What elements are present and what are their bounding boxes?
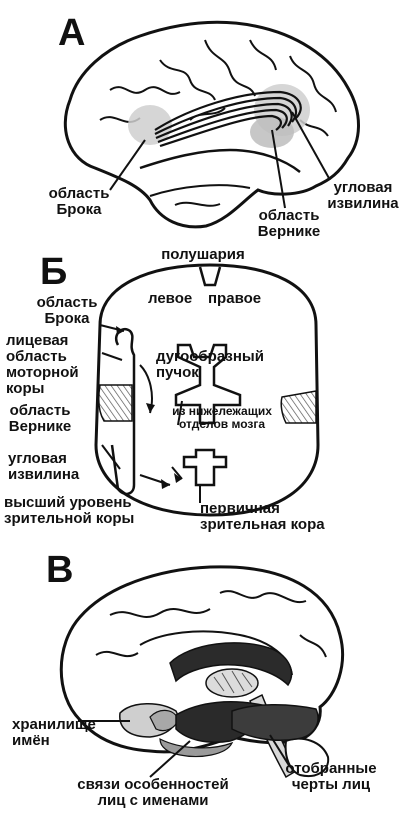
label-wernicke-area: область Вернике (8, 402, 72, 435)
label-broca-area: область Брока (36, 294, 98, 327)
cerebellum (284, 737, 330, 777)
horizontal-section-diagram (94, 263, 320, 517)
arrow-heads (116, 326, 182, 489)
panel-c: В хранилище имён отобранные черты лиц св… (0, 545, 419, 831)
label-higher-visual-cortex: высший уровень зрительной коры (4, 494, 135, 527)
ventricles (174, 343, 242, 425)
lateral-brain-diagram (63, 20, 360, 229)
panel-a: А область Брока угловая извилина область… (0, 0, 419, 245)
label-facial-motor-cortex: лицевая область моторной коры (6, 332, 79, 397)
label-broca-area: область Брока (48, 185, 110, 218)
panel-letter-a: А (58, 12, 86, 54)
panel-letter-c: В (46, 549, 74, 591)
brain-outline (63, 20, 360, 229)
label-primary-visual-cortex: первичная зрительная кора (200, 500, 325, 533)
label-face-name-links: связи особенностей лиц с именами (77, 776, 229, 809)
midline-notch-top (198, 266, 222, 287)
pointer-lines (109, 111, 331, 209)
label-left-hemisphere: левое (148, 290, 193, 307)
temporal-sulcus (149, 184, 251, 197)
face-features-region (231, 704, 319, 742)
pointer-lines (78, 720, 291, 778)
label-angular-gyrus: угловая извилина (327, 179, 399, 212)
label-angular-gyrus: угловая извилина (8, 450, 80, 483)
arcuate-fasciculus (154, 90, 302, 148)
thalamus (205, 668, 259, 698)
label-right-hemisphere: правое (208, 290, 262, 307)
thalamus-hatch (213, 670, 253, 694)
label-lower-brain-parts: из нижележащих отделов мозга (172, 404, 272, 431)
gyri-lines (99, 39, 337, 207)
label-hemispheres: полушария (161, 246, 245, 263)
panel-letter-b: Б (40, 251, 68, 293)
lateral-sulcus (139, 148, 301, 173)
wernicke-hatch-left (98, 384, 133, 422)
corpus-callosum (169, 642, 293, 687)
wernicke-hatch-right (280, 390, 317, 424)
label-name-store: хранилище имён (12, 716, 96, 749)
label-arcuate-fasciculus: дугообразный пучок (156, 348, 264, 381)
panel-b: Б полушария левое правое область Брока л… (0, 245, 419, 545)
label-wernicke-area: область Вернике (257, 207, 321, 240)
medial-brain-diagram (59, 565, 345, 779)
occipital-horn (182, 448, 228, 487)
label-face-features: отобранные черты лиц (285, 760, 377, 793)
